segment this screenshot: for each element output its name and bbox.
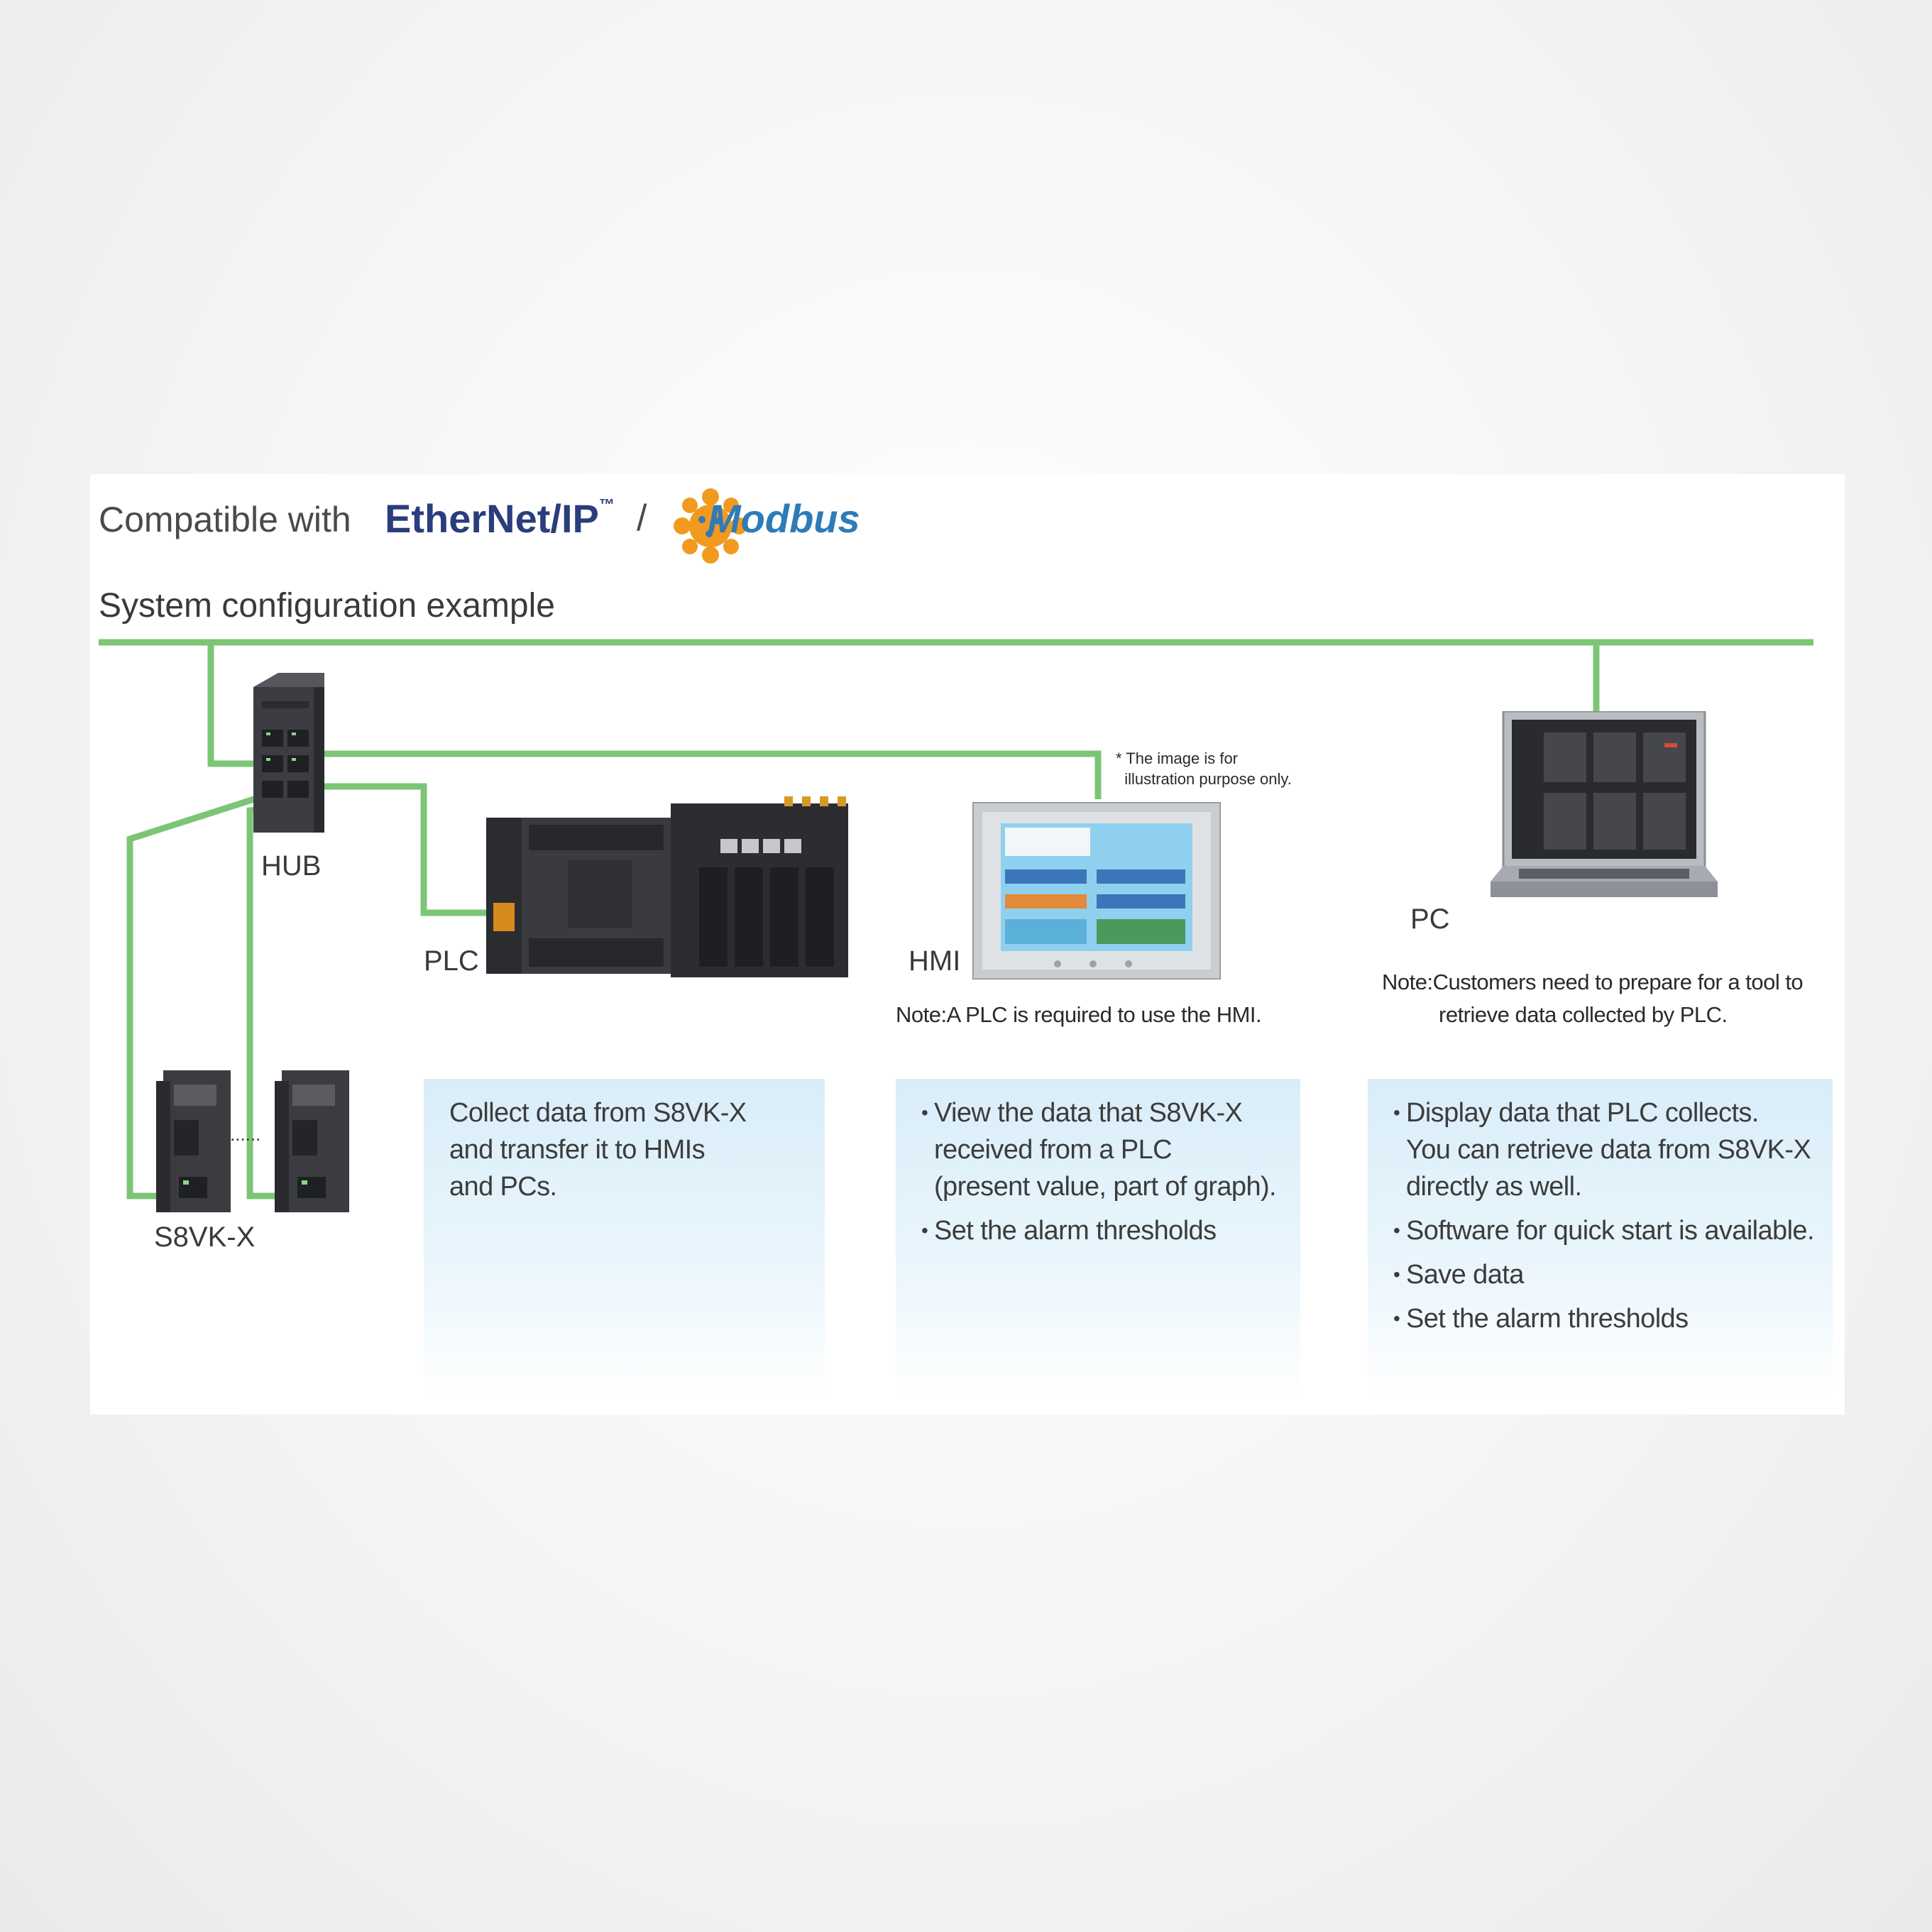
ethernet-ip-logo: EtherNet/IP™ [385,495,615,541]
network-wiring [99,639,1813,1200]
hub-to-hmi-line [296,750,1102,799]
hmi-label: HMI [909,945,961,977]
hmi-bullet: Set the alarm thresholds [921,1212,1276,1249]
hub-label: HUB [261,850,322,882]
plc-description-text: Collect data from S8VK-X and transfer it… [449,1094,747,1205]
logo-separator: / [637,498,647,539]
pc-description-text: Display data that PLC collects. You can … [1393,1094,1815,1337]
power-supply-1-image [156,1070,231,1212]
plc-label: PLC [424,945,479,977]
compatible-heading: Compatible with [99,500,351,539]
pc-note-line1: Note:Customers need to prepare for a too… [1382,970,1804,994]
modbus-logo-text: Modbus [708,496,860,541]
system-config-title: System configuration example [99,587,555,625]
modbus-logo-mark [674,488,747,564]
hub-to-plc-line [296,783,502,916]
illustration-note: * The image is for illustration purpose … [1116,750,1292,788]
hmi-note: Note:A PLC is required to use the HMI. [896,1002,1262,1027]
hmi-device-image [972,802,1221,979]
plc-description-line: and transfer it to HMIs [449,1135,706,1165]
pc-bullet: Display data that PLC collects. You can … [1393,1094,1814,1205]
pc-label: PC [1410,904,1450,935]
hub-uplink-line [207,642,264,767]
plc-description-line: and PCs. [449,1172,557,1202]
pc-description-box: Display data that PLC collects. You can … [1368,1079,1833,1398]
hub-to-ps1-line [126,789,278,1200]
pc-bullet: Save data [1393,1256,1814,1293]
pc-bullet: Set the alarm thresholds [1393,1300,1814,1337]
pc-bullet: Software for quick start is available. [1393,1212,1815,1249]
pc-note-line2: retrieve data collected by PLC. [1439,1002,1728,1027]
hmi-description-box: View the data that S8VK-X received from … [896,1079,1300,1398]
plc-description-line: Collect data from S8VK-X [449,1098,747,1128]
pc-device-image [1491,711,1718,897]
system-config-panel: Compatible with EtherNet/IP™ / Modbus Sy… [90,474,1845,1415]
hub-device-image [253,673,324,833]
power-supply-label: S8VK-X [154,1222,256,1253]
plc-device-image [486,796,848,977]
plc-description-box: Collect data from S8VK-X and transfer it… [424,1079,825,1398]
power-supply-dots: ...... [230,1124,261,1145]
power-supply-2-image [275,1070,349,1212]
hmi-bullet: View the data that S8VK-X received from … [921,1094,1277,1205]
hmi-description-text: View the data that S8VK-X received from … [921,1094,1277,1249]
